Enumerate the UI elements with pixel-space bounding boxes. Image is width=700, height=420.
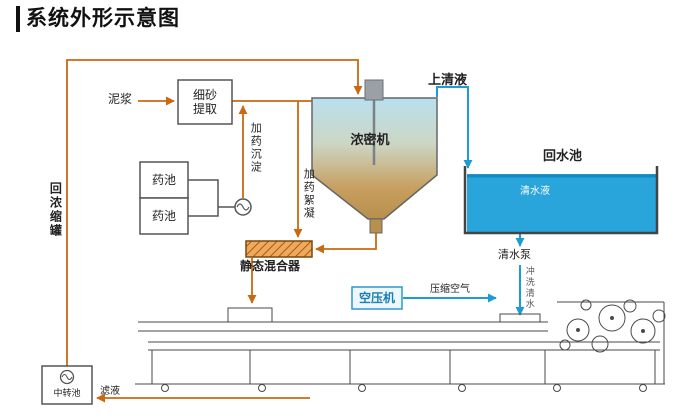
flush-water-label: 冲洗清水 [524,266,535,310]
press-wash-box [499,313,541,323]
chemical-tank-1-label: 药池 [151,172,176,187]
thickener-tank [311,79,438,234]
air-compressor-label: 空压机 [358,290,395,305]
sand-extraction-box [177,79,233,125]
filtrate-label: 滤液 [100,386,120,397]
transfer-pool-label: 中转池 [53,388,81,398]
dosing-flocculation-label: 加药絮凝 [302,168,315,220]
press-rollers [559,299,666,353]
static-mixer-label: 静态混合器 [240,259,301,273]
dosing-pump-icon [234,198,252,216]
mud-label: 泥浆 [108,92,133,106]
pipe-underflow [315,233,377,254]
clear-water-label: 清水液 [520,186,550,197]
compressed-air-label: 压缩空气 [430,284,470,295]
thickener-motor [364,79,384,101]
slurry-pipes [66,59,377,403]
page-title: 系统外形示意图 [16,6,180,33]
dosing-sedimentation-label: 加药沉淀 [249,122,262,174]
chemical-manifold [188,179,219,217]
water-pipes [403,86,525,316]
sand-extraction-label: 细砂 提取 [192,87,217,116]
press-feed-box [227,307,273,323]
pipe-return-loop [66,59,363,366]
static-mixer-block [245,240,313,258]
return-water-pool-label: 回水池 [543,148,583,163]
clear-water-pump-label: 清水泵 [498,249,531,261]
return-to-thickener-label: 回浓缩罐 [48,182,63,238]
belt-filter-press [135,299,666,392]
thickener-label: 浓密机 [350,132,390,147]
supernatant-label: 上清液 [428,72,468,87]
pipe-supernatant [436,86,473,169]
return-water-pool [463,166,659,235]
chemical-tank-2-label: 药池 [151,208,176,223]
transfer-pool-box [41,365,93,405]
air-compressor-box [351,286,403,310]
thickener-outlet [369,218,383,234]
